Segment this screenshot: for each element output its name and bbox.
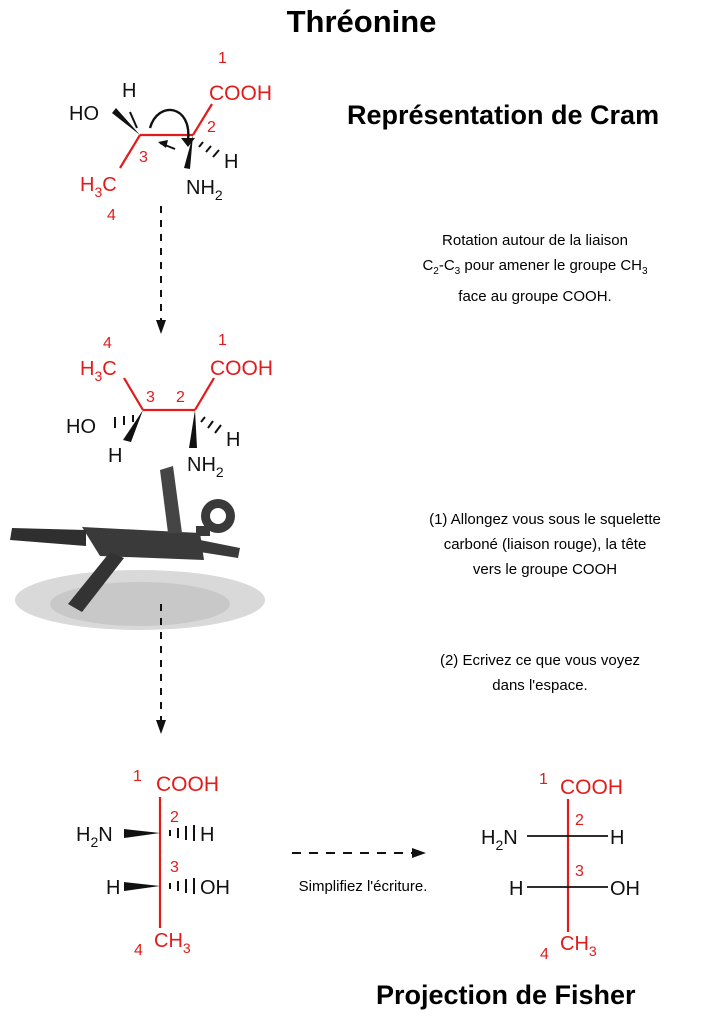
h-label: H <box>122 80 136 102</box>
oh-label: OH <box>200 877 230 899</box>
atom-number-1: 1 <box>539 771 548 788</box>
atom-number-1: 1 <box>218 50 227 67</box>
nh2-label: NH2 <box>186 177 223 203</box>
cooh-label: COOH <box>209 82 272 105</box>
h3c-label: H3C <box>80 174 117 200</box>
atom-number-3: 3 <box>575 863 584 880</box>
h-label: H <box>226 429 240 451</box>
nh2-label: NH2 <box>187 454 224 480</box>
ch3-label: CH3 <box>154 930 191 956</box>
dashed-arrow-down-1 <box>156 206 166 334</box>
atom-number-2: 2 <box>575 812 584 829</box>
cram-structure-2: 4 H3C 1 COOH 3 2 HO H H NH2 <box>66 332 273 480</box>
atom-number-4: 4 <box>540 946 549 963</box>
atom-number-4: 4 <box>103 335 112 352</box>
cram-structure-1: 1 COOH 2 3 4 H HO H NH2 H3C <box>69 50 272 224</box>
h-label: H <box>108 445 122 467</box>
cram-heading: Représentation de Cram <box>347 100 660 130</box>
lying-person-figure <box>10 466 265 630</box>
cooh-label: COOH <box>210 357 273 380</box>
dashed-arrow-down-2 <box>156 604 166 734</box>
rotation-note: Rotation autour de la liaison C2-C3 pour… <box>422 232 648 305</box>
ch3-label: CH3 <box>560 933 597 959</box>
write-note: (2) Ecrivez ce que vous voyez dans l'esp… <box>439 652 641 694</box>
h-label: H <box>200 824 214 846</box>
fisher-wedge-structure: 1 COOH 2 3 4 CH3 H2N H H OH <box>76 768 230 959</box>
h-label: H <box>610 827 624 849</box>
page-title: Thréonine <box>286 4 437 39</box>
h-label: H <box>224 151 238 173</box>
atom-number-1: 1 <box>218 332 227 349</box>
h2n-label: H2N <box>481 827 518 853</box>
atom-number-2: 2 <box>176 389 185 406</box>
atom-number-2: 2 <box>207 119 216 136</box>
ho-label: HO <box>66 416 96 438</box>
lie-down-note: (1) Allongez vous sous le squelette carb… <box>429 511 661 578</box>
atom-number-4: 4 <box>134 942 143 959</box>
atom-number-2: 2 <box>170 809 179 826</box>
simplify-note: Simplifiez l'écriture. <box>298 878 428 895</box>
cooh-label: COOH <box>156 773 219 796</box>
fisher-heading: Projection de Fisher <box>376 980 636 1010</box>
atom-number-4: 4 <box>107 207 116 224</box>
fisher-projection-structure: 1 COOH 2 3 4 CH3 H2N H H OH <box>481 771 640 963</box>
oh-label: OH <box>610 878 640 900</box>
h3c-label: H3C <box>80 358 117 384</box>
dashed-arrow-right <box>292 848 426 858</box>
atom-number-3: 3 <box>170 859 179 876</box>
cooh-label: COOH <box>560 776 623 799</box>
h-label: H <box>509 878 523 900</box>
atom-number-1: 1 <box>133 768 142 785</box>
h2n-label: H2N <box>76 824 113 850</box>
ho-label: HO <box>69 103 99 125</box>
atom-number-3: 3 <box>146 389 155 406</box>
atom-number-3: 3 <box>139 149 148 166</box>
h-label: H <box>106 877 120 899</box>
